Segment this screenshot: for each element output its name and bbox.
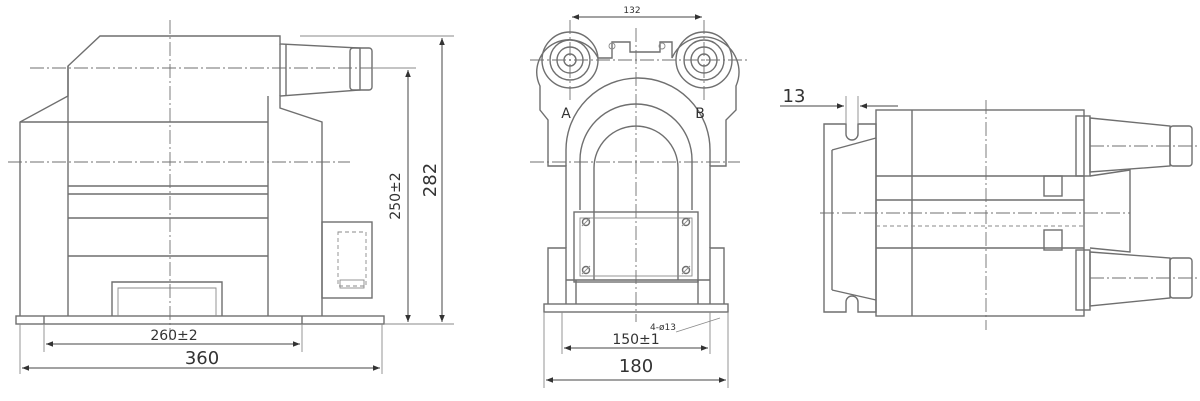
front-bushing-cap <box>349 47 373 91</box>
side-body-outline <box>536 36 740 248</box>
front-base-plate <box>15 315 385 325</box>
dim-label-132: 132 <box>623 6 640 16</box>
front-body-outline <box>19 35 361 316</box>
top-bushing-lower <box>1089 251 1193 307</box>
front-view: 250±2 282 260±2 360 <box>8 20 454 374</box>
dim-label-360: 360 <box>185 348 219 369</box>
top-view: 13 <box>780 86 1200 330</box>
dim-label-282: 282 <box>420 163 441 197</box>
dim-label-250: 250±2 <box>388 172 404 219</box>
dim-label-180: 180 <box>619 356 653 377</box>
top-bushing-upper <box>1089 117 1193 173</box>
dim-label-260: 260±2 <box>150 328 197 344</box>
front-terminal-box <box>321 221 373 299</box>
side-view: A B 132 4-ø13 150±1 180 <box>530 6 748 388</box>
terminal-label-a: A <box>561 106 571 122</box>
terminal-label-b: B <box>695 106 705 122</box>
terminal-screws <box>581 217 691 275</box>
hole-note: 4-ø13 <box>650 323 676 333</box>
dim-label-13: 13 <box>783 86 806 107</box>
dim-label-150: 150±1 <box>612 332 659 348</box>
